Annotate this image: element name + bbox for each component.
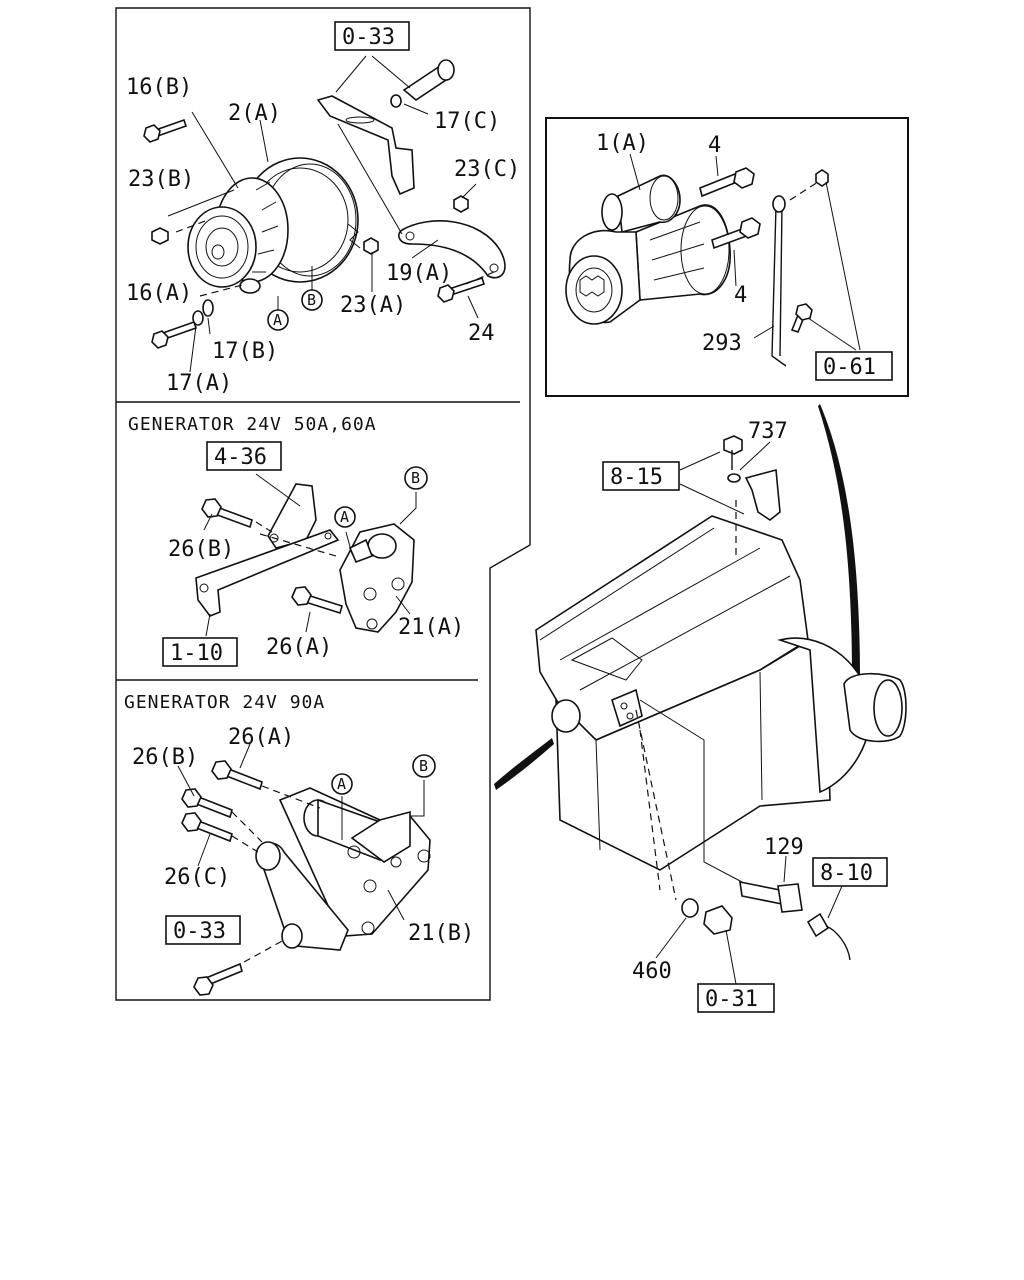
ref-box-0-31 bbox=[697, 983, 775, 1013]
ref-box-0-61 bbox=[815, 351, 893, 381]
label-21b: 21(B) bbox=[408, 921, 474, 946]
label-16a: 16(A) bbox=[126, 281, 192, 306]
alternator-assembly bbox=[143, 55, 506, 373]
circle-a-alt-text: A bbox=[273, 311, 282, 329]
ref-box-8-15 bbox=[602, 461, 680, 491]
label-19a: 19(A) bbox=[386, 261, 452, 286]
label-293: 293 bbox=[702, 331, 742, 356]
label-23a: 23(A) bbox=[340, 293, 406, 318]
gen-90-bracket bbox=[177, 743, 431, 996]
label-16b: 16(B) bbox=[126, 75, 192, 100]
label-26a-50: 26(A) bbox=[266, 635, 332, 660]
ref-box-4-36 bbox=[206, 441, 282, 471]
label-26a-90: 26(A) bbox=[228, 725, 294, 750]
circle-b-50-text: B bbox=[411, 469, 420, 487]
label-129: 129 bbox=[764, 835, 804, 860]
label-737: 737 bbox=[748, 419, 788, 444]
circle-b-alt-text: B bbox=[307, 291, 316, 309]
caption-gen-50-60: GENERATOR 24V 50A,60A bbox=[128, 414, 377, 435]
label-23c: 23(C) bbox=[454, 157, 520, 182]
circle-marker-a-90 bbox=[331, 773, 353, 795]
circle-marker-b-alt bbox=[301, 289, 323, 311]
ref-0-61-text: 0-61 bbox=[823, 355, 876, 380]
starter-motor bbox=[565, 153, 861, 367]
label-26c-90: 26(C) bbox=[164, 865, 230, 890]
label-2a: 2(A) bbox=[228, 101, 281, 126]
circle-marker-b-90 bbox=[412, 754, 436, 778]
circle-marker-a-50 bbox=[334, 506, 356, 528]
label-23b: 23(B) bbox=[128, 167, 194, 192]
label-26b-90: 26(B) bbox=[132, 745, 198, 770]
left-frame bbox=[115, 7, 531, 1001]
ref-8-10-text: 8-10 bbox=[820, 861, 873, 886]
label-17a: 17(A) bbox=[166, 371, 232, 396]
starter-frame bbox=[545, 117, 909, 397]
ref-0-33-bottom-text: 0-33 bbox=[173, 919, 226, 944]
engine-block bbox=[494, 404, 907, 985]
circle-marker-a-alt bbox=[267, 309, 289, 331]
gen-50-60-bracket bbox=[195, 473, 417, 637]
ref-0-33-top-text: 0-33 bbox=[342, 25, 395, 50]
label-26b-50: 26(B) bbox=[168, 537, 234, 562]
circle-b-90-text: B bbox=[419, 757, 428, 775]
ref-box-0-33-top bbox=[334, 21, 410, 51]
ref-1-10-text: 1-10 bbox=[170, 641, 223, 666]
label-17c: 17(C) bbox=[434, 109, 500, 134]
ref-box-8-10 bbox=[812, 857, 888, 887]
label-24: 24 bbox=[468, 321, 495, 346]
label-17b: 17(B) bbox=[212, 339, 278, 364]
ref-4-36-text: 4-36 bbox=[214, 445, 267, 470]
label-1a: 1(A) bbox=[596, 131, 649, 156]
ref-box-1-10 bbox=[162, 637, 238, 667]
circle-marker-b-50 bbox=[404, 466, 428, 490]
label-460: 460 bbox=[632, 959, 672, 984]
circle-a-90-text: A bbox=[337, 775, 346, 793]
label-21a: 21(A) bbox=[398, 615, 464, 640]
ref-0-31-text: 0-31 bbox=[705, 987, 758, 1012]
caption-gen-90: GENERATOR 24V 90A bbox=[124, 692, 325, 713]
label-4-bottom: 4 bbox=[734, 283, 747, 308]
ref-box-0-33-bottom bbox=[165, 915, 241, 945]
circle-a-50-text: A bbox=[340, 508, 349, 526]
ref-8-15-text: 8-15 bbox=[610, 465, 663, 490]
label-4-top: 4 bbox=[708, 133, 721, 158]
